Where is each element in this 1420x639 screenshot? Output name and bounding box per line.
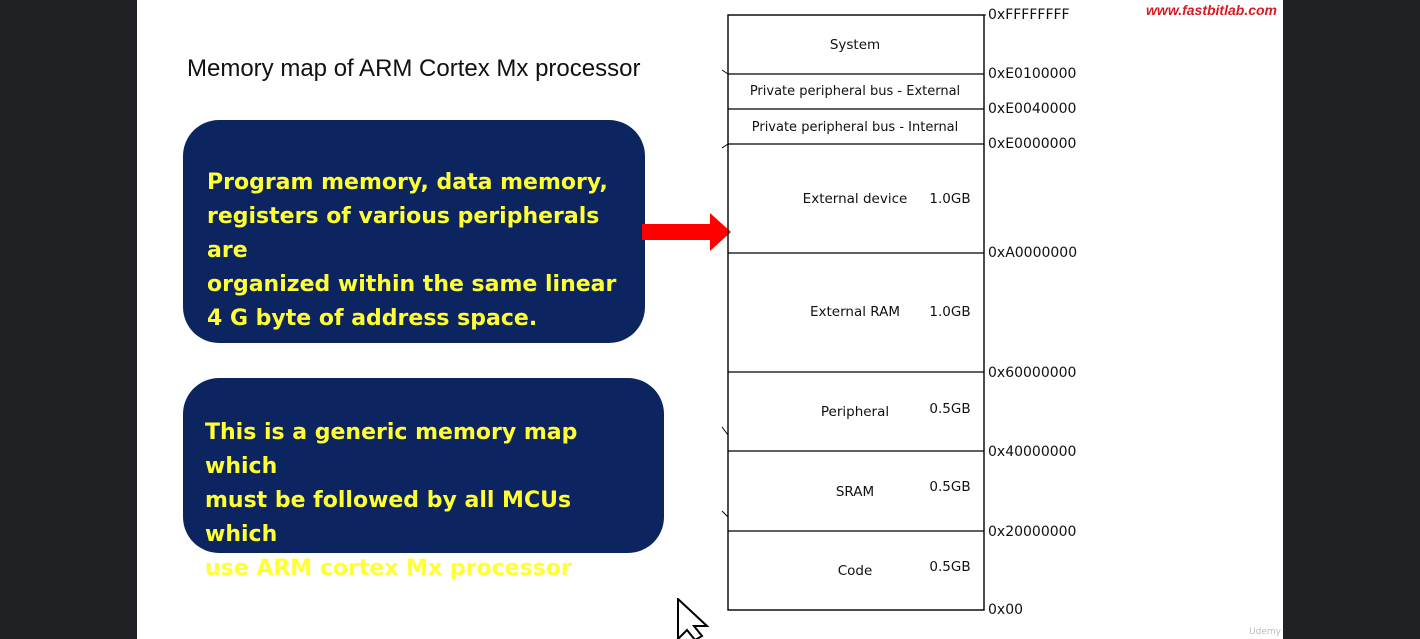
- region-label-external-device: External device: [803, 191, 908, 207]
- region-size-peripheral: 0.5GB: [929, 401, 970, 417]
- address-label: 0x20000000: [988, 524, 1076, 540]
- region-label-sram: SRAM: [836, 484, 874, 500]
- region-label-external-ram: External RAM: [810, 304, 900, 320]
- region-size-sram: 0.5GB: [929, 479, 970, 495]
- address-label: 0x60000000: [988, 365, 1076, 381]
- address-label: 0xE0000000: [988, 136, 1076, 152]
- callout-address-space-text: Program memory, data memory, registers o…: [207, 170, 617, 331]
- address-label: 0x40000000: [988, 444, 1076, 460]
- callout-generic-map: This is a generic memory map which must …: [183, 378, 664, 581]
- udemy-logo: Udemy: [1249, 627, 1281, 637]
- address-label: 0xE0100000: [988, 66, 1076, 82]
- address-label: 0xE0040000: [988, 101, 1076, 117]
- address-label: 0xFFFFFFFF: [988, 7, 1070, 23]
- callout-generic-map-text: This is a generic memory map which must …: [205, 420, 578, 581]
- memory-map-outline: [727, 14, 985, 611]
- mouse-pointer-icon: [677, 598, 710, 639]
- red-arrow-icon: [642, 213, 731, 251]
- region-label-ppb-internal: Private peripheral bus - Internal: [752, 120, 959, 135]
- address-label: 0x00: [988, 602, 1023, 618]
- slide-title: Memory map of ARM Cortex Mx processor: [187, 55, 641, 82]
- region-label-system: System: [830, 37, 880, 53]
- address-label: 0xA0000000: [988, 245, 1077, 261]
- region-label-code: Code: [838, 563, 873, 579]
- region-label-peripheral: Peripheral: [821, 404, 889, 420]
- region-size-external-device: 1.0GB: [929, 191, 970, 207]
- region-size-external-ram: 1.0GB: [929, 304, 970, 320]
- video-letterbox-left: [0, 0, 137, 639]
- watermark-url: www.fastbitlab.com: [1146, 2, 1277, 18]
- region-size-code: 0.5GB: [929, 559, 970, 575]
- callout-address-space: Program memory, data memory, registers o…: [183, 120, 645, 343]
- memory-map-diagram: System Private peripheral bus - External…: [642, 7, 1077, 618]
- region-label-ppb-external: Private peripheral bus - External: [750, 84, 960, 99]
- video-letterbox-right: [1283, 0, 1420, 639]
- slide: Memory map of ARM Cortex Mx processor ww…: [137, 0, 1283, 639]
